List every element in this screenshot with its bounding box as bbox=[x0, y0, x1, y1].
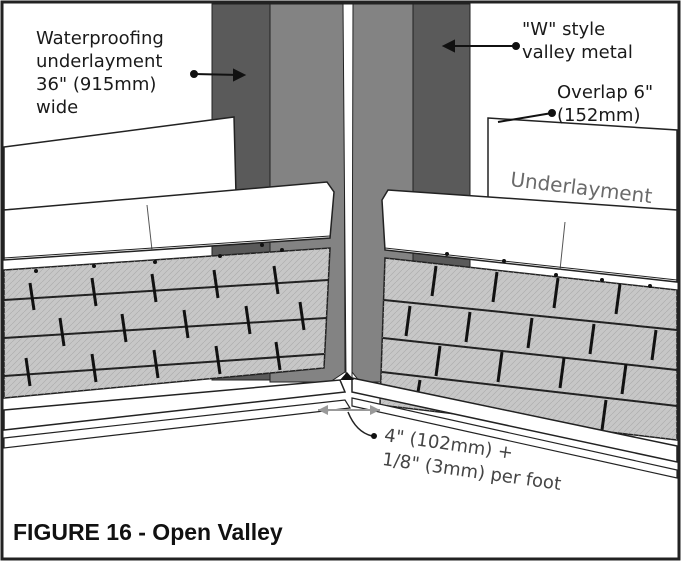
leader-lines bbox=[190, 39, 556, 123]
waterproofing-label-line-1: Waterproofing bbox=[36, 28, 164, 49]
right-shingle-field bbox=[379, 257, 678, 441]
waterproofing-label-line-2: underlayment bbox=[36, 51, 163, 72]
w-style-label-line-1: "W" style bbox=[522, 19, 606, 40]
nail-markers bbox=[34, 243, 652, 288]
right-starter-course bbox=[381, 189, 678, 283]
overlap-label-line-2: (152mm) bbox=[557, 105, 641, 126]
overlap-label-line-1: Overlap 6" bbox=[557, 82, 654, 103]
valley-gap-dimension bbox=[318, 405, 380, 439]
waterproofing-label-line-3: 36" (915mm) bbox=[36, 74, 157, 95]
w-style-label-line-2: valley metal bbox=[522, 42, 633, 63]
eave-edge bbox=[3, 372, 678, 479]
waterproofing-label-line-4: wide bbox=[36, 97, 79, 118]
left-starter-course bbox=[3, 181, 335, 261]
figure-caption: FIGURE 16 - Open Valley bbox=[13, 519, 283, 545]
left-shingle-field bbox=[3, 247, 331, 399]
